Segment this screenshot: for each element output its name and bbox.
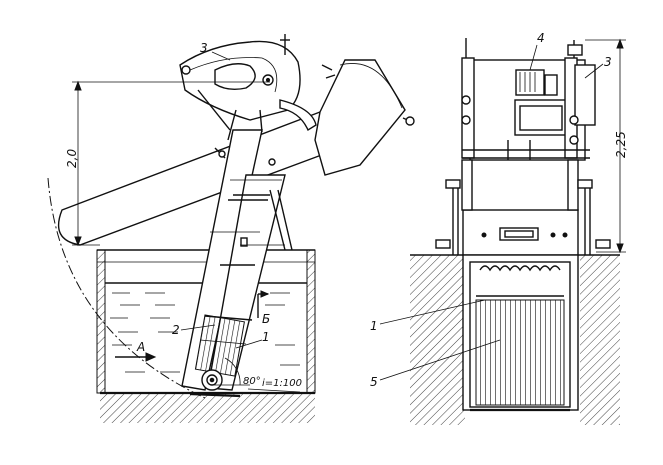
left-part-3-label: 3: [200, 41, 208, 55]
screen-bars: [475, 299, 565, 406]
swing-arc: [47, 177, 206, 399]
rake-tilted-position: [57, 111, 346, 246]
left-part-1-label: 1: [262, 330, 270, 344]
ground-hatch-right-left: [410, 255, 465, 425]
ground-hatch-right-right: [580, 255, 620, 425]
ground-hatch-left: [100, 393, 315, 423]
front-view: 2,25 4 3 1 5: [370, 31, 628, 425]
side-view: 2,0 A Б 3 2 1 80° i=1:100: [47, 34, 415, 423]
section-mark-label: Б: [262, 312, 270, 326]
right-part-4-label: 4: [537, 31, 545, 45]
slope-line: [247, 388, 301, 393]
right-part-3-label: 3: [604, 55, 612, 69]
bucket-tilted-position: [314, 59, 406, 176]
angle-label: 80°: [243, 376, 261, 387]
channel-wall-right: [306, 249, 316, 394]
right-part-1-label: 1: [370, 319, 378, 333]
slope-label: i=1:100: [262, 378, 302, 389]
channel-wall-left: [96, 249, 106, 394]
left-part-2-label: 2: [172, 323, 180, 337]
rake-teeth: [476, 265, 564, 297]
flow-arrow-label: A: [136, 340, 145, 354]
screen-frame: [181, 129, 293, 398]
right-part-5-label: 5: [370, 375, 378, 389]
water-dashes: [110, 292, 300, 373]
drive-housing: [179, 34, 317, 166]
dimension-label-left: 2,0: [65, 149, 79, 168]
dimension-label-right: 2,25: [614, 131, 628, 158]
